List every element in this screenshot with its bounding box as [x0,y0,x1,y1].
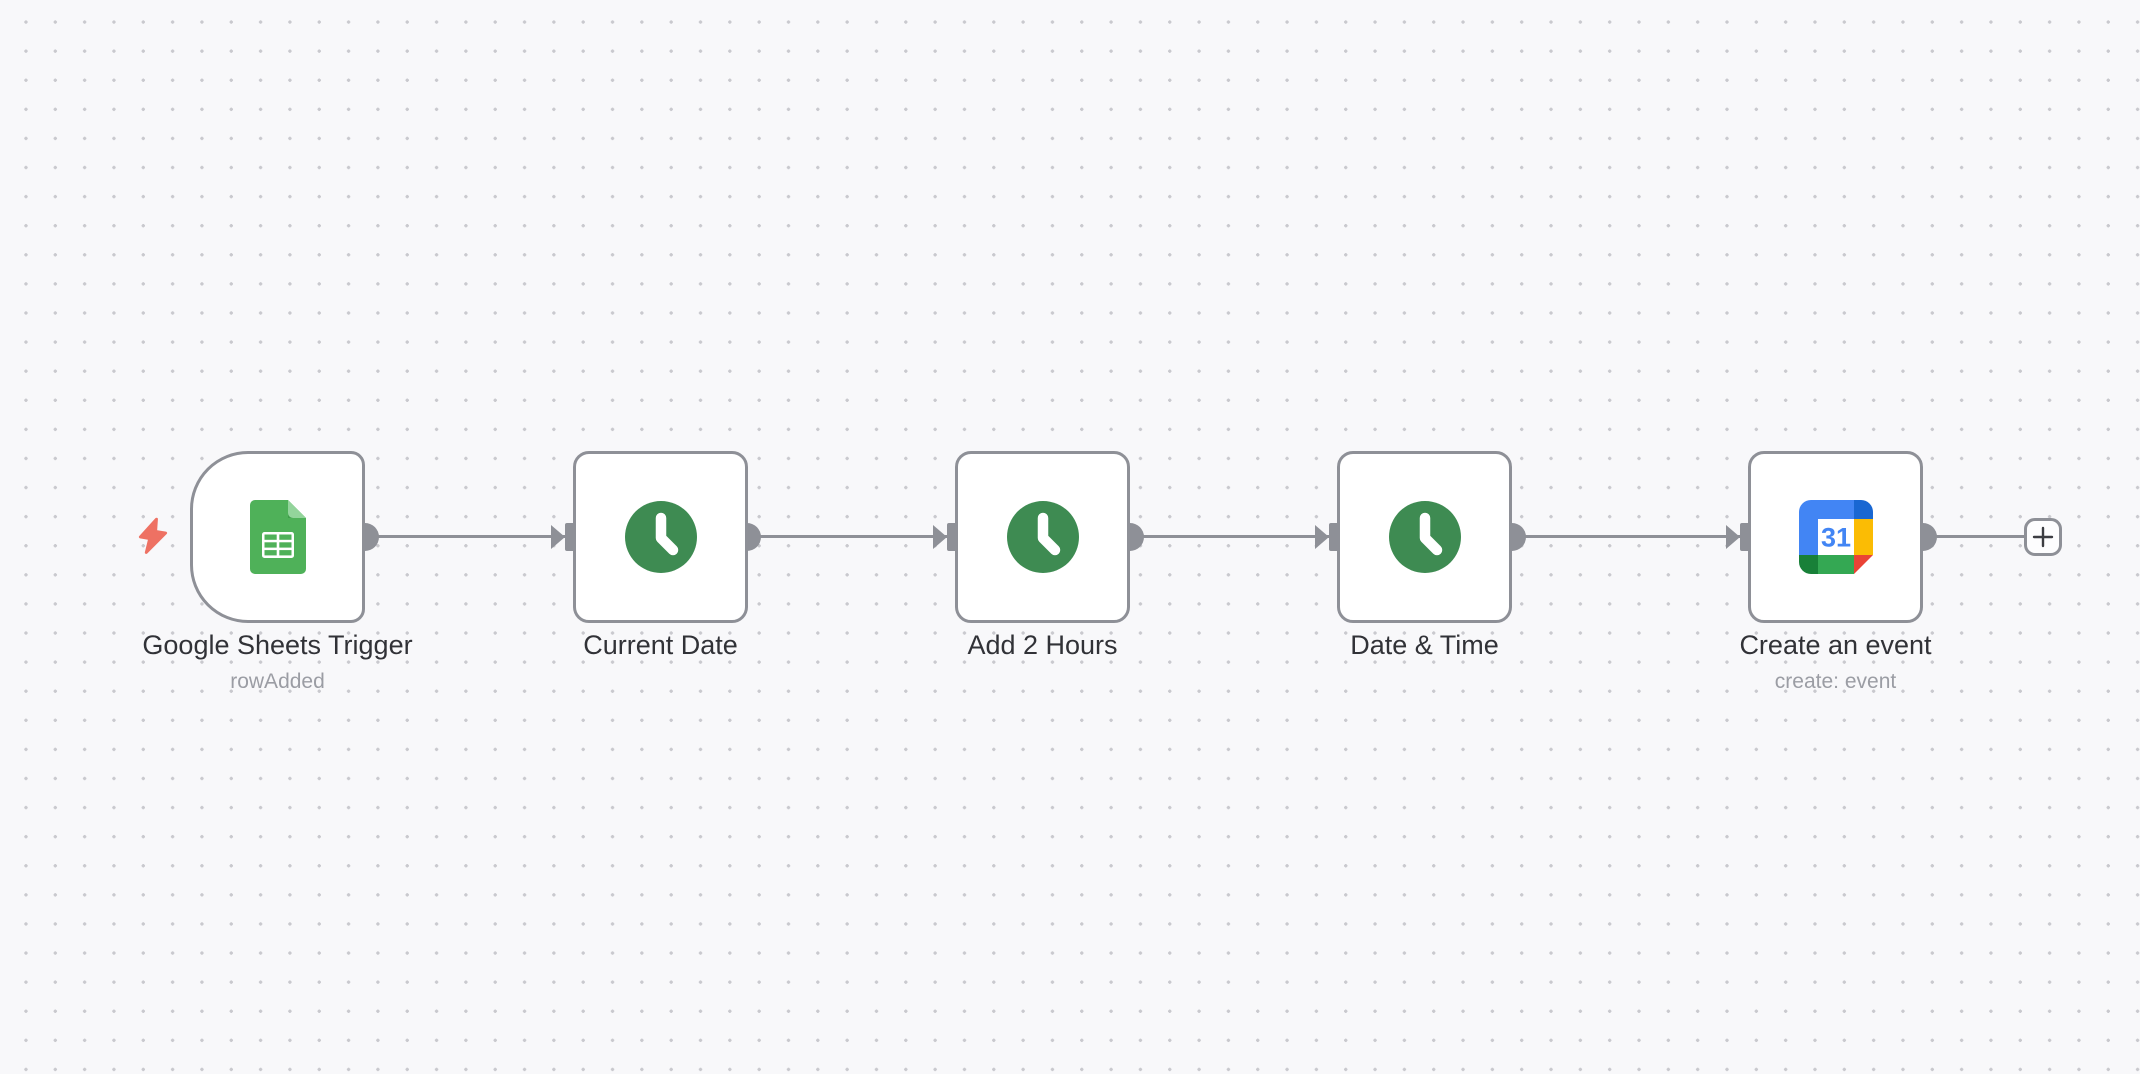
lightning-bolt-icon [138,517,168,554]
clock-icon [1388,501,1461,573]
node-label: Current Date [583,630,738,660]
node-body-create-an-event[interactable]: 31 [1748,451,1923,623]
connection-arrow-icon [933,525,947,549]
node-add-2-hours: Add 2 Hours [955,451,1130,660]
add-node-button[interactable] [2024,518,2062,556]
node-date-and-time: Date & Time [1337,451,1512,660]
clock-icon [624,501,697,573]
connection-arrow-icon [1315,525,1329,549]
google-calendar-icon: 31 [1798,500,1873,574]
node-body-add-2-hours[interactable] [955,451,1130,623]
connection-arrow-icon [551,525,565,549]
node-body-current-date[interactable] [573,451,748,623]
node-label: Date & Time [1350,630,1499,660]
connection-arrow-icon [1726,525,1740,549]
clock-icon [1006,501,1079,573]
node-body-google-sheets-trigger[interactable] [190,451,365,623]
plus-icon [2032,526,2054,548]
node-google-sheets-trigger: Google Sheets Trigger rowAdded [142,451,413,693]
node-label: Add 2 Hours [967,630,1118,660]
calendar-day-number: 31 [1820,523,1850,553]
connection-line[interactable] [1923,535,2024,538]
google-sheets-icon [249,500,306,574]
connection-line[interactable] [1130,535,1329,538]
node-create-an-event: 31 Create an event create: event [1739,451,1932,693]
node-label: Google Sheets Trigger [142,630,413,660]
node-current-date: Current Date [573,451,748,660]
node-sublabel: create: event [1774,670,1897,693]
node-sublabel: rowAdded [230,670,325,693]
connection-line[interactable] [1512,535,1740,538]
node-label: Create an event [1739,630,1932,660]
connection-line[interactable] [747,535,947,538]
node-body-date-and-time[interactable] [1337,451,1512,623]
connection-line[interactable] [365,535,565,538]
